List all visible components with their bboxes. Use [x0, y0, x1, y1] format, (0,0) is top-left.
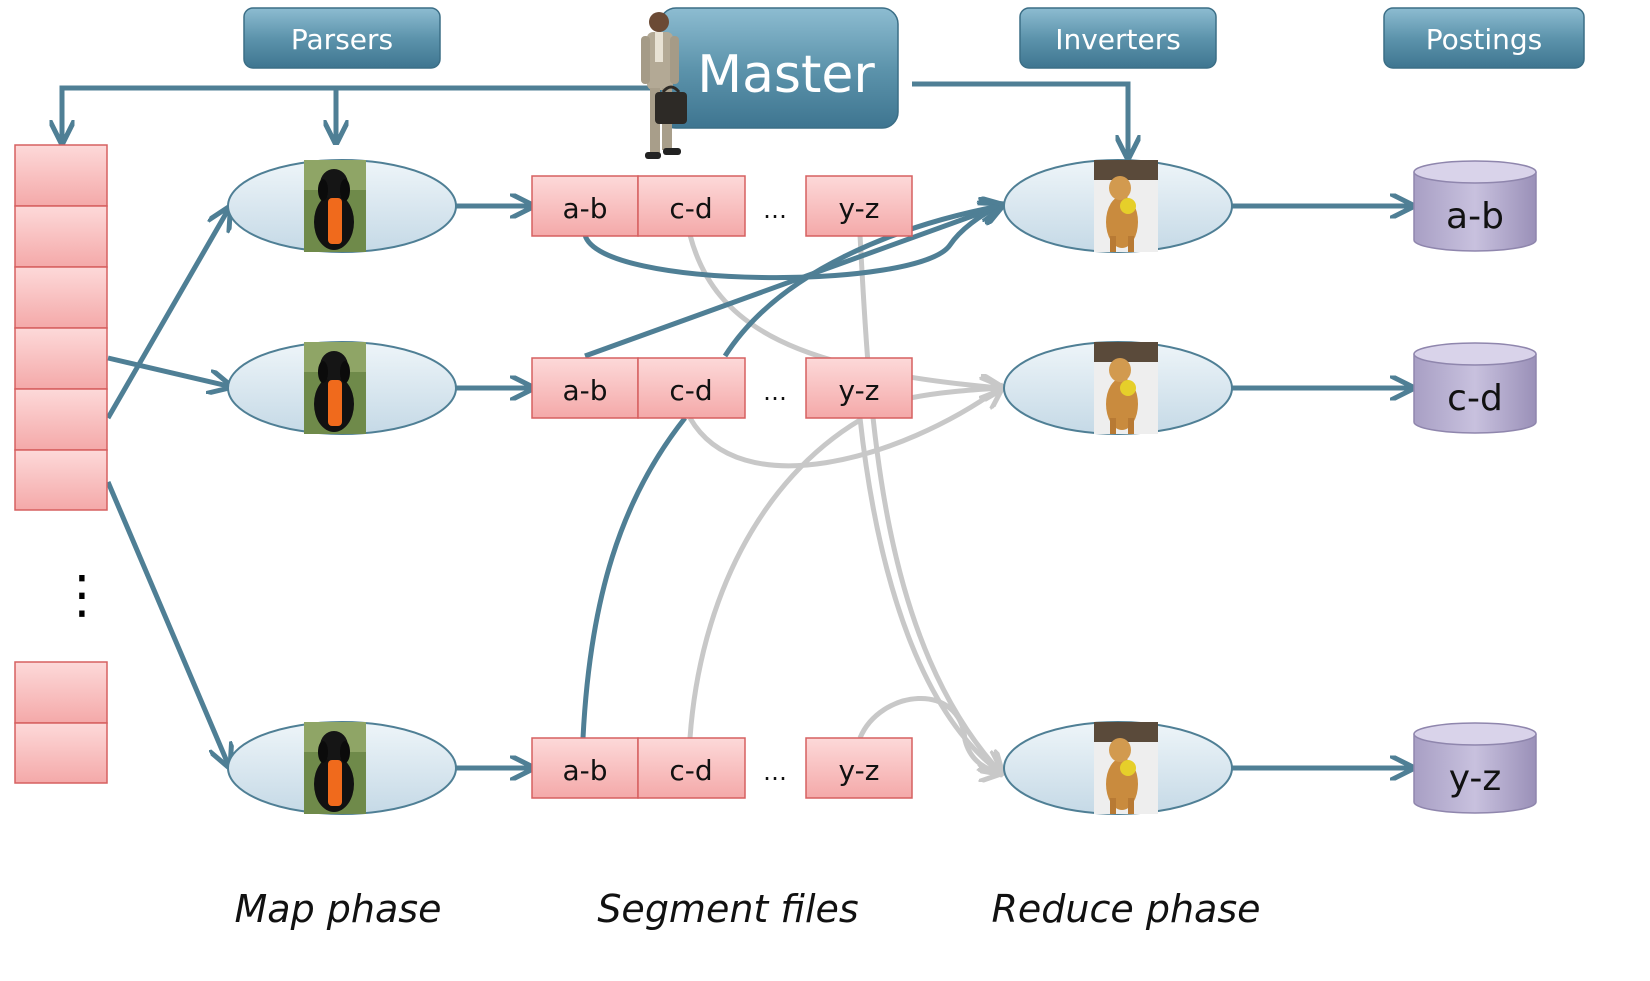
parser-node: [227, 341, 457, 435]
segment-box: [637, 357, 746, 419]
master-header: Master: [659, 7, 899, 129]
segment-to-inverter-arrow: [580, 416, 687, 739]
segment-label: c-d: [669, 374, 712, 407]
golden-dog-icon: [1094, 722, 1158, 814]
shuffle-arrow: [687, 234, 1000, 388]
shuffle-arrow: [857, 234, 1000, 772]
postings-header: Postings: [1383, 7, 1585, 69]
inverter-node: [1003, 721, 1233, 815]
segment-label: c-d: [669, 754, 712, 787]
segment-files-label: Segment files: [597, 887, 858, 931]
postings-label: Postings: [1426, 23, 1542, 56]
shuffle-arrow: [687, 417, 862, 739]
segment-box: [637, 175, 746, 237]
split-block: [14, 144, 108, 207]
posting-label: a-b: [1446, 196, 1504, 237]
posting-label: c-d: [1447, 378, 1503, 419]
posting-cylinder: c-d: [1413, 342, 1537, 434]
blue-arrows: [62, 81, 1410, 768]
shuffle-arrow: [857, 696, 1000, 772]
master-label: Master: [697, 45, 875, 105]
segment-box: [531, 737, 639, 799]
shuffle-arrow: [909, 388, 1000, 398]
split-to-parser-arrow: [105, 481, 228, 764]
segment-ellipsis: …: [763, 378, 787, 406]
segment-label: a-b: [562, 754, 607, 787]
black-dog-icon: [304, 722, 366, 814]
map-phase-label: Map phase: [235, 887, 442, 931]
segment-box: [805, 175, 913, 237]
segment-row: a-b c-d … y-z: [531, 737, 913, 799]
inverter-node: [1003, 341, 1233, 435]
segment-label: c-d: [669, 192, 712, 225]
segment-label: a-b: [562, 374, 607, 407]
segment-box: [531, 357, 639, 419]
segment-box: [531, 175, 639, 237]
parser-node: [227, 721, 457, 815]
segment-label: y-z: [839, 754, 880, 787]
segment-to-inverter-arrow: [584, 206, 1000, 359]
split-to-parser-arrow: [107, 355, 228, 386]
split-block: [14, 327, 108, 390]
businessman-icon: [641, 12, 687, 159]
master-to-inverters-arrow: [912, 81, 1128, 155]
posting-cylinder: y-z: [1413, 722, 1537, 814]
black-dog-icon: [304, 160, 366, 252]
parser-node: [227, 159, 457, 253]
segment-ellipsis: …: [763, 196, 787, 224]
segment-to-inverter-arrow: [722, 206, 1000, 358]
split-to-parser-arrow: [105, 210, 228, 420]
shuffle-arrow: [857, 417, 1000, 772]
split-block: [14, 661, 108, 724]
split-block: [14, 205, 108, 268]
posting-label: y-z: [1449, 758, 1502, 799]
splits-ellipsis: ⋮: [56, 565, 108, 625]
split-block: [14, 266, 108, 329]
segment-box: [637, 737, 746, 799]
split-block: [14, 449, 108, 511]
segment-box: [805, 737, 913, 799]
posting-cylinder: a-b: [1413, 160, 1537, 252]
split-block: [14, 388, 108, 451]
shuffle-arrow: [687, 388, 1000, 469]
segment-row: a-b c-d … y-z: [531, 175, 913, 237]
segment-label: y-z: [839, 374, 880, 407]
master-to-splits-arrow: [62, 85, 665, 140]
golden-dog-icon: [1094, 160, 1158, 252]
golden-dog-icon: [1094, 342, 1158, 434]
segment-ellipsis: …: [763, 758, 787, 786]
segment-to-inverter-arrow: [582, 206, 1000, 281]
segment-label: y-z: [839, 192, 880, 225]
segment-label: a-b: [562, 192, 607, 225]
parsers-header: Parsers: [243, 7, 441, 69]
split-block: [14, 722, 108, 784]
reduce-phase-label: Reduce phase: [991, 887, 1260, 931]
input-splits: ⋮: [14, 144, 108, 784]
segment-box: [805, 357, 913, 419]
inverters-label: Inverters: [1055, 23, 1181, 56]
segment-row: a-b c-d … y-z: [531, 357, 913, 419]
shuffle-gray-arrows: [687, 234, 1000, 772]
inverters-header: Inverters: [1019, 7, 1217, 69]
parsers-label: Parsers: [291, 23, 393, 56]
black-dog-icon: [304, 342, 366, 434]
inverter-node: [1003, 159, 1233, 253]
